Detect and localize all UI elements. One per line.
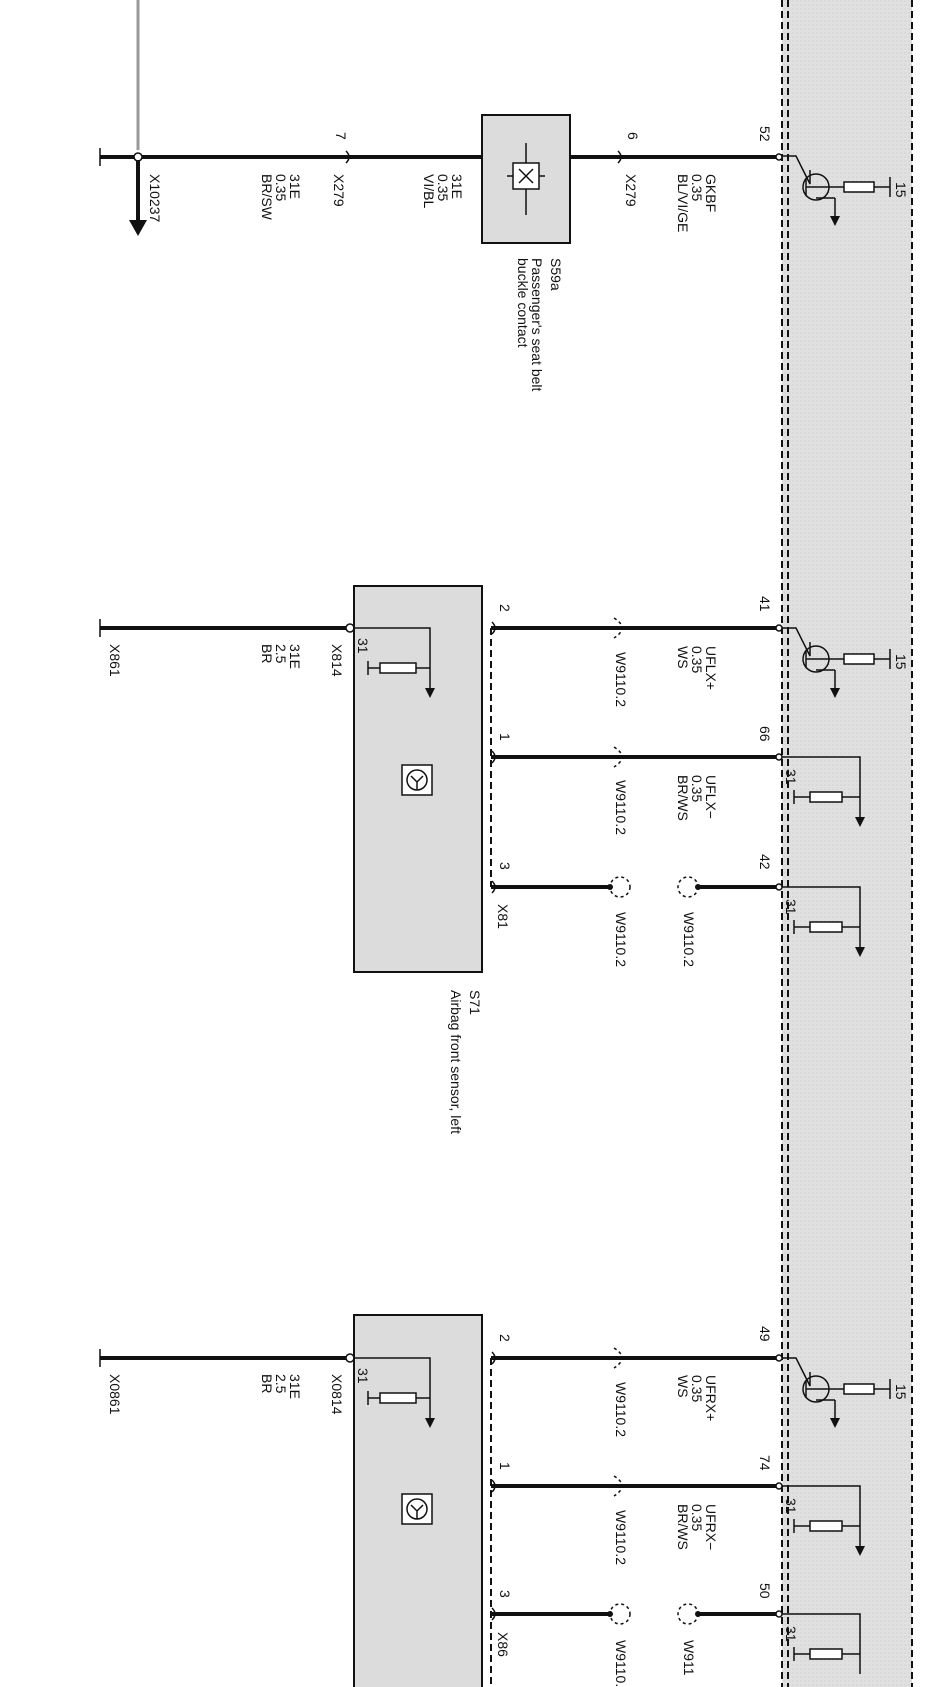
seatbelt-connector-right-pin: 6 xyxy=(625,132,641,140)
wire-name: 31E xyxy=(287,1374,303,1399)
sensor-left-ground-connector: X814 xyxy=(329,644,345,677)
module-ground-circuit-42: 31 xyxy=(781,886,865,957)
module-pin-42: 42 xyxy=(757,854,773,870)
sensor-right-box xyxy=(353,1314,483,1687)
wire-name: UFLX− xyxy=(703,775,719,819)
module-ground-circuit-50: 31 xyxy=(781,1613,861,1674)
wire-size: 2.5 xyxy=(273,644,289,664)
module-pin-52: 52 xyxy=(757,126,773,142)
wire-size: 0.35 xyxy=(273,174,289,201)
ground-label-50: 31 xyxy=(783,1626,799,1642)
wire-color: BL/VI/GE xyxy=(675,174,691,232)
shield-label: W9110.2 xyxy=(613,1510,629,1565)
wire-color: BR/WS xyxy=(675,775,691,821)
seatbelt-connector-left: X279 xyxy=(331,174,347,207)
module-pin-41: 41 xyxy=(757,596,773,612)
wire-color: BR/SW xyxy=(259,174,275,221)
sensor-right-pin-2: 2 xyxy=(497,1334,513,1342)
seatbelt-connector-left-pin: 7 xyxy=(333,132,349,140)
sensor-left-connector: X81 xyxy=(495,904,511,929)
wire-color: BR xyxy=(259,1374,275,1393)
wire-color: BR/WS xyxy=(675,1504,691,1550)
wire-name: UFLX+ xyxy=(703,646,719,690)
sensor-right-shield-c-inner: W9110.2 xyxy=(613,1640,629,1687)
sensor-left-ground-label: 31 xyxy=(355,638,371,654)
sensor-right-pin-1: 1 xyxy=(497,1462,513,1470)
sensor-left-id: S71 xyxy=(467,990,483,1015)
wire-size: 0.35 xyxy=(435,174,451,201)
module-pin-49: 49 xyxy=(757,1326,773,1342)
supply-label-41: 15 xyxy=(893,654,909,670)
supply-label-52: 15 xyxy=(893,182,909,198)
wire-size: 0.35 xyxy=(689,174,705,201)
wire-color: BR xyxy=(259,644,275,663)
seatbelt-component-id: S59a xyxy=(548,258,564,291)
sensor-left-wire-b-label: UFLX− 0.35 BR/WS W9110.2 xyxy=(613,775,719,835)
module-ground-circuit-74: 31 xyxy=(781,1485,865,1556)
sensor-left-shield-c-inner: W9110.2 xyxy=(613,912,629,967)
sensor-right-ground-point: X0861 xyxy=(107,1374,123,1415)
seatbelt-wire-left-label: 31E 0.35 VI/BL xyxy=(421,174,465,208)
wire-name: UFRX− xyxy=(703,1504,719,1550)
module-pin-66: 66 xyxy=(757,726,773,742)
sensor-left-wiring xyxy=(99,617,783,898)
seatbelt-wire-right-label: GKBF 0.35 BL/VI/GE xyxy=(675,174,719,232)
continuation-arrow xyxy=(129,220,147,236)
sensor-left-name: Airbag front sensor, left xyxy=(448,990,464,1134)
ground-label-42: 31 xyxy=(783,899,799,915)
sensor-left-pin-3: 3 xyxy=(497,862,513,870)
seatbelt-component-name-line1: Passenger's seat belt xyxy=(529,258,545,392)
wire-name: 31E xyxy=(287,644,303,669)
sensor-right-wiring xyxy=(99,1347,783,1687)
sensor-right-connector: X86 xyxy=(495,1632,511,1657)
module-transistor-circuit-49: 15 xyxy=(781,1357,909,1428)
shield-label: W9110.2 xyxy=(613,780,629,835)
ground-label-66: 31 xyxy=(783,769,799,785)
wire-color: WS xyxy=(675,1375,691,1398)
sensor-right-wire-b-label: UFRX− 0.35 BR/WS W9110.2 xyxy=(613,1504,719,1565)
wire-name: GKBF xyxy=(703,174,719,212)
sensor-left-shield-c-outer: W9110.2 xyxy=(681,912,697,967)
module-pin-74: 74 xyxy=(757,1455,773,1471)
wire-color: VI/BL xyxy=(421,174,437,208)
control-module xyxy=(781,0,913,1687)
module-transistor-circuit-41: 15 xyxy=(781,627,909,698)
sensor-right-pin-3: 3 xyxy=(497,1590,513,1598)
sensor-right-wire-a-label: UFRX+ 0.35 WS W9110.2 xyxy=(613,1375,719,1437)
sensor-left-pin-2: 2 xyxy=(497,604,513,612)
wire-size: 2.5 xyxy=(273,1374,289,1394)
sensor-left-wire-a-label: UFLX+ 0.35 WS W9110.2 xyxy=(613,646,719,707)
sensor-left-ground-wire-label: 31E 2.5 BR xyxy=(259,644,303,669)
ground-label-74: 31 xyxy=(783,1498,799,1514)
sensor-right-ground-label: 31 xyxy=(355,1368,371,1384)
sensor-left-box xyxy=(353,585,483,973)
wire-name: 31E xyxy=(287,174,303,199)
shield-label: W9110.2 xyxy=(613,652,629,707)
seatbelt-connector-right: X279 xyxy=(623,174,639,207)
module-ground-circuit-66: 31 xyxy=(781,756,865,827)
supply-label-49: 15 xyxy=(893,1384,909,1400)
wire-size: 0.35 xyxy=(689,1504,705,1531)
sensor-left-ground-point: X861 xyxy=(107,644,123,677)
sensor-left-pin-1: 1 xyxy=(497,733,513,741)
sensor-right-shield-c-outer: W911 xyxy=(681,1640,697,1676)
sensor-right-ground-wire-label: 31E 2.5 BR xyxy=(259,1374,303,1399)
module-transistor-circuit-52: 15 xyxy=(781,155,909,226)
module-pin-50: 50 xyxy=(757,1583,773,1599)
wire-size: 0.35 xyxy=(689,646,705,673)
seatbelt-component-name-line2: buckle contact xyxy=(515,258,531,348)
wire-name: UFRX+ xyxy=(703,1375,719,1421)
wire-color: WS xyxy=(675,646,691,669)
sensor-right-ground-connector: X0814 xyxy=(329,1374,345,1415)
wire-size: 0.35 xyxy=(689,1375,705,1402)
wire-size: 0.35 xyxy=(689,775,705,802)
shield-label: W9110.2 xyxy=(613,1382,629,1437)
seatbelt-ground-wire-label: 31E 0.35 BR/SW xyxy=(259,174,303,221)
seatbelt-ground-connector: X10237 xyxy=(147,174,163,222)
wire-name: 31E xyxy=(449,174,465,199)
seatbelt-circuit xyxy=(99,0,783,244)
